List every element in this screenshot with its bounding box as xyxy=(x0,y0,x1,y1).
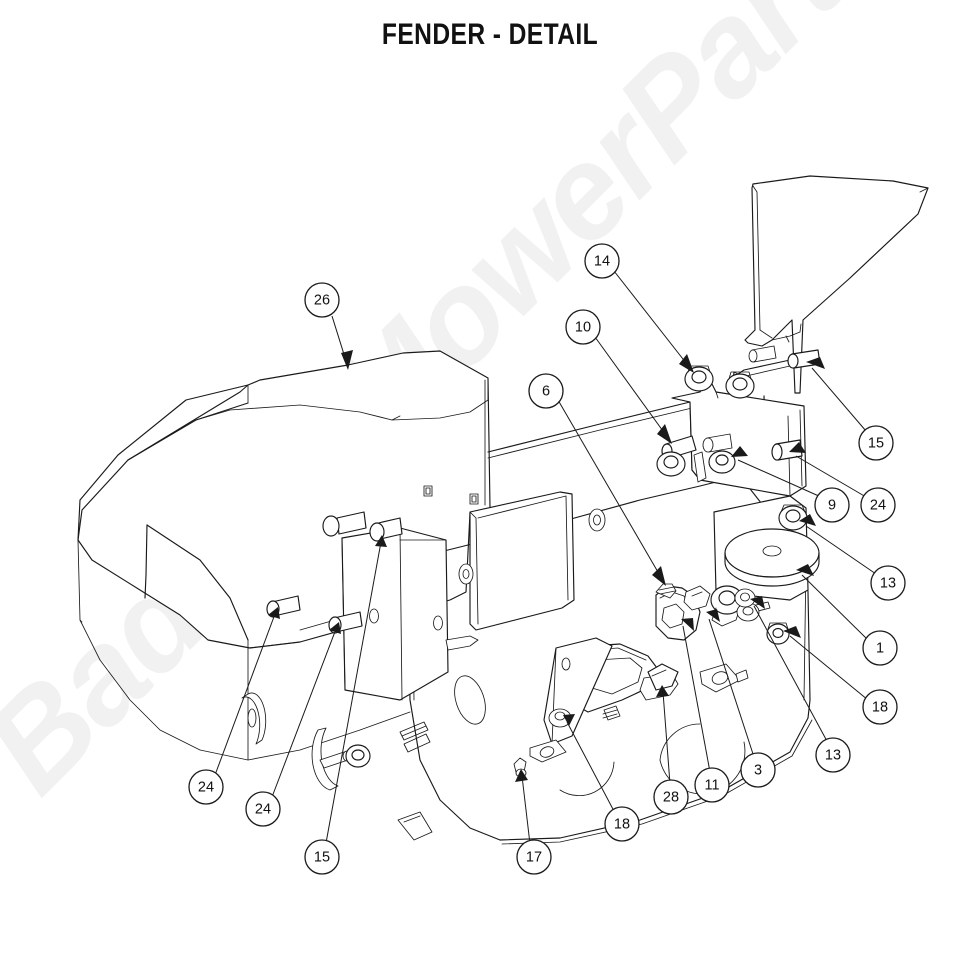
callout-circle[interactable] xyxy=(528,373,564,409)
callout-13-c13b[interactable]: 13 xyxy=(815,737,851,773)
callout-circle[interactable] xyxy=(815,737,851,773)
hardware-fasteners xyxy=(241,345,821,791)
callout-label: 15 xyxy=(868,436,884,452)
callout-15-c15r[interactable]: 15 xyxy=(858,425,894,461)
flange-nut-upper-2 xyxy=(725,371,755,399)
bushing xyxy=(710,585,744,627)
mid-cross-panel xyxy=(458,491,606,631)
retainer-clip xyxy=(241,692,267,745)
callout-label: 18 xyxy=(872,700,888,716)
fender-panel-right xyxy=(744,175,929,394)
handle-rod xyxy=(647,663,679,691)
hex-nut-right xyxy=(766,622,790,645)
callout-circle[interactable] xyxy=(862,630,898,666)
watermark: BadBoyMowerParts.com xyxy=(0,0,980,820)
callout-28-c28[interactable]: 28 xyxy=(653,779,689,815)
callout-circle[interactable] xyxy=(862,689,898,725)
callout-circle[interactable] xyxy=(694,767,730,803)
callout-balloons[interactable]: 26 14 10 6 15 9 24 13 1 18 13 3 11 28 18 17 15 24 24 xyxy=(188,243,906,875)
callout-13-c13u[interactable]: 13 xyxy=(870,565,906,601)
callout-10-c10[interactable]: 10 xyxy=(565,309,601,345)
callout-circle[interactable] xyxy=(584,243,620,279)
callout-15-c15l[interactable]: 15 xyxy=(304,839,340,875)
bolt-right-bracket xyxy=(771,439,803,461)
watermark-text: BadBoyMowerParts.com xyxy=(0,0,980,820)
callout-6-c6[interactable]: 6 xyxy=(528,373,564,409)
callout-label: 24 xyxy=(870,498,886,514)
callout-label: 26 xyxy=(314,293,330,309)
callout-circle[interactable] xyxy=(870,565,906,601)
callout-18-c18b[interactable]: 18 xyxy=(604,806,640,842)
callout-circle[interactable] xyxy=(653,779,689,815)
leader-lines xyxy=(214,270,877,845)
latch-assembly xyxy=(513,583,771,778)
bolt-upper-bracket xyxy=(656,435,697,477)
callout-circle[interactable] xyxy=(516,839,552,875)
callout-label: 17 xyxy=(526,850,542,866)
callout-label: 24 xyxy=(255,802,271,818)
callout-label: 14 xyxy=(594,254,610,270)
spacer-top xyxy=(748,345,777,363)
callout-label: 13 xyxy=(880,576,896,592)
callout-label: 10 xyxy=(575,320,591,336)
callout-circle[interactable] xyxy=(740,752,776,788)
callout-17-c17[interactable]: 17 xyxy=(516,839,552,875)
lock-nut-upper xyxy=(778,504,808,531)
lock-nut-lower xyxy=(734,588,756,608)
callout-label: 6 xyxy=(542,384,550,400)
callout-1-c1[interactable]: 1 xyxy=(862,630,898,666)
callout-26-c26[interactable]: 26 xyxy=(304,282,340,318)
callout-label: 24 xyxy=(198,780,214,796)
callout-circle[interactable] xyxy=(604,806,640,842)
bolt-left-bracket-2 xyxy=(322,511,367,537)
callout-24-c24a[interactable]: 24 xyxy=(188,769,224,805)
callout-label: 1 xyxy=(876,641,884,657)
page-title: FENDER - DETAIL xyxy=(381,18,599,51)
callout-9-c9[interactable]: 9 xyxy=(814,487,850,523)
spacer xyxy=(693,433,736,483)
callout-circle[interactable] xyxy=(304,839,340,875)
left-mount-bracket xyxy=(299,527,479,701)
callout-label: 9 xyxy=(828,498,836,514)
callout-circle[interactable] xyxy=(245,791,281,827)
callout-circle[interactable] xyxy=(304,282,340,318)
callout-label: 11 xyxy=(704,778,719,794)
hex-nut-left xyxy=(345,744,371,768)
callout-label: 18 xyxy=(614,817,630,833)
callout-circle[interactable] xyxy=(188,769,224,805)
callout-24-c24r[interactable]: 24 xyxy=(860,487,896,523)
rivet xyxy=(513,757,527,778)
callout-3-c3[interactable]: 3 xyxy=(740,752,776,788)
callout-18-c18r[interactable]: 18 xyxy=(862,689,898,725)
callout-24-c24b[interactable]: 24 xyxy=(245,791,281,827)
bolt-left-bracket xyxy=(369,517,403,542)
callout-circle[interactable] xyxy=(814,487,850,523)
callout-circle[interactable] xyxy=(565,309,601,345)
callout-label: 3 xyxy=(754,763,762,779)
callout-label: 28 xyxy=(663,790,679,806)
callout-circle[interactable] xyxy=(860,487,896,523)
callout-11-c11[interactable]: 11 xyxy=(694,767,730,803)
callout-circle[interactable] xyxy=(858,425,894,461)
callout-label: 15 xyxy=(314,850,330,866)
callout-label: 13 xyxy=(825,748,841,764)
callout-14-c14[interactable]: 14 xyxy=(584,243,620,279)
